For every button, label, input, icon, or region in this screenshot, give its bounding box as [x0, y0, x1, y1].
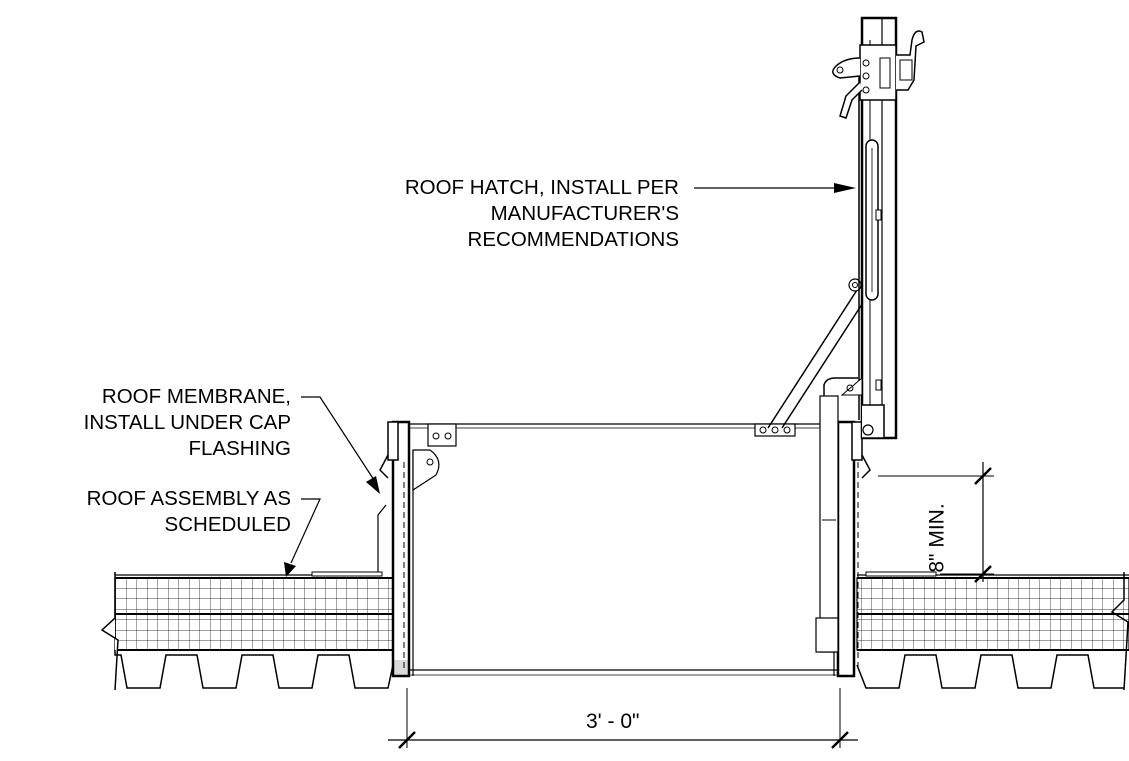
hatch-note-line-3: RECOMMENDATIONS	[467, 228, 679, 251]
membrane-note: ROOF MEMBRANE, INSTALL UNDER CAP FLASHIN…	[84, 384, 291, 462]
flashing-clip-left	[311, 571, 383, 577]
flashing-clip-right	[865, 571, 937, 577]
hatch-note: ROOF HATCH, INSTALL PER MANUFACTURER'S R…	[405, 175, 679, 253]
hold-open-cylinder	[815, 377, 858, 653]
membrane-note-line-3: FLASHING	[188, 437, 291, 460]
roof-insulation-left	[114, 577, 394, 651]
width-dimension-label: 3' - 0"	[586, 710, 640, 733]
roof-insulation-right	[856, 577, 1129, 651]
latch-handle-hardware	[832, 30, 925, 119]
assembly-note-line-2: SCHEDULED	[164, 513, 291, 536]
roof-membrane-left	[115, 504, 387, 576]
hatch-note-line-1: ROOF HATCH, INSTALL PER	[404, 176, 679, 199]
break-line-left	[100, 572, 119, 691]
metal-deck-right	[856, 654, 1124, 689]
curb-height-dimension-label: 8" MIN.	[925, 503, 949, 573]
strut-bracket	[754, 423, 796, 437]
assembly-note: ROOF ASSEMBLY AS SCHEDULED	[87, 486, 291, 538]
membrane-note-line-1: ROOF MEMBRANE,	[101, 385, 291, 408]
leader-hatch	[694, 183, 856, 193]
hatch-curb-left	[379, 420, 414, 678]
latch-bracket-left	[412, 423, 457, 492]
dimension-width	[388, 688, 858, 749]
leader-membrane	[301, 396, 380, 494]
metal-deck-left	[114, 650, 394, 689]
hold-open-arm	[767, 278, 867, 429]
membrane-note-line-2: INSTALL UNDER CAP	[83, 411, 291, 434]
dimension-curb-height	[878, 462, 994, 583]
assembly-note-line-1: ROOF ASSEMBLY AS	[86, 487, 291, 510]
leader-assembly	[284, 498, 321, 577]
hatch-note-line-2: MANUFACTURER'S	[490, 202, 679, 225]
break-line-right	[1110, 572, 1129, 691]
